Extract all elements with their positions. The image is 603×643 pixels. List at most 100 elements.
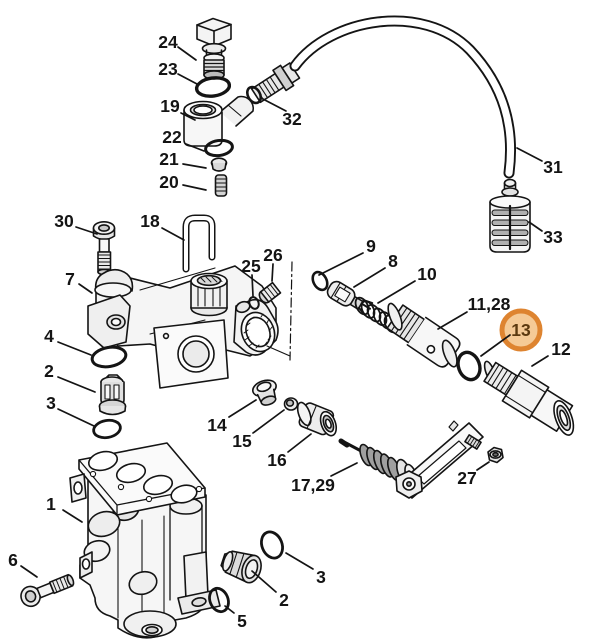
- callout-4[interactable]: 4: [44, 326, 92, 356]
- part-23-oring-drawing: [194, 76, 232, 98]
- callout-leader-line: [180, 112, 196, 121]
- callout-number: 2: [279, 590, 289, 610]
- part-22-oring-drawing: [204, 138, 234, 158]
- callout-number: 14: [207, 415, 227, 435]
- callout-22[interactable]: 22: [162, 127, 205, 152]
- callout-number: 24: [158, 32, 178, 52]
- callout-7[interactable]: 7: [65, 269, 93, 294]
- part-17-29-piston-drawing: [338, 438, 418, 487]
- callout-leader-line: [285, 552, 314, 570]
- part-26-screw-drawing: [258, 281, 282, 304]
- callout-number: 31: [543, 157, 563, 177]
- callout-24[interactable]: 24: [158, 32, 197, 61]
- callout-8[interactable]: 8: [353, 251, 398, 288]
- callout-leader-line: [20, 565, 38, 578]
- callout-number: 20: [159, 172, 179, 192]
- callout-number: 6: [8, 550, 18, 570]
- callout-number: 19: [160, 96, 180, 116]
- callout-10[interactable]: 10: [377, 264, 437, 304]
- callout-18[interactable]: 18: [140, 211, 185, 241]
- callout-1[interactable]: 1: [46, 494, 83, 523]
- callout-leader-line: [480, 334, 511, 357]
- callout-leader-line: [531, 355, 549, 367]
- part-18-return-pipe-drawing: [182, 214, 216, 273]
- part-14-plug-drawing: [252, 379, 277, 406]
- callout-leader-line: [57, 376, 96, 393]
- callout-leader-line: [437, 311, 468, 330]
- callout-number: 27: [457, 468, 476, 488]
- callout-number: 5: [237, 611, 247, 631]
- callout-leader-line: [516, 147, 543, 162]
- callout-25[interactable]: 25: [241, 256, 261, 297]
- callout-number: 1: [46, 494, 56, 514]
- callout-2-lower[interactable]: 2: [251, 570, 289, 610]
- assembly-centerline: [289, 261, 293, 361]
- part-25-oring-drawing: [248, 296, 260, 310]
- callout-leader-line: [224, 605, 235, 614]
- callout-number: 2: [44, 361, 54, 381]
- callout-3-lower[interactable]: 3: [285, 552, 326, 587]
- part-16-bushing-drawing: [296, 401, 338, 437]
- part-5-oring-drawing: [208, 586, 230, 614]
- callout-leader-line: [78, 283, 93, 294]
- callout-2-upper[interactable]: 2: [44, 361, 96, 393]
- callout-number: 26: [263, 245, 283, 265]
- callout-leader-line: [528, 221, 543, 232]
- callout-9[interactable]: 9: [318, 236, 376, 276]
- part-6-bolt-drawing: [20, 573, 75, 608]
- part-12-coupling-drawing: [483, 360, 575, 436]
- callout-20[interactable]: 20: [159, 172, 207, 192]
- part-32-oring-drawing: [245, 85, 263, 105]
- callout-6[interactable]: 6: [8, 550, 38, 578]
- callout-leader-line: [271, 263, 274, 282]
- callout-14[interactable]: 14: [207, 399, 257, 435]
- callout-leader-line: [251, 570, 277, 593]
- callout-17-29[interactable]: 17,29: [291, 462, 358, 495]
- callout-3-upper[interactable]: 3: [46, 393, 95, 427]
- callout-15[interactable]: 15: [232, 409, 285, 451]
- callout-leader-line: [228, 399, 257, 418]
- callout-number: 4: [44, 326, 54, 346]
- callout-27[interactable]: 27: [457, 461, 490, 488]
- part-17-29-bracket-drawing: [395, 420, 484, 499]
- callout-31[interactable]: 31: [516, 147, 563, 177]
- callout-16[interactable]: 16: [267, 433, 312, 470]
- part-33-filter-drawing: [489, 178, 531, 253]
- callout-12[interactable]: 12: [531, 339, 571, 367]
- callout-number: 11,28: [468, 294, 511, 314]
- part-3-oring-upper-drawing: [92, 418, 122, 440]
- part-20-spring-drawing: [214, 174, 228, 197]
- callout-13[interactable]: 13: [480, 308, 543, 357]
- callout-number: 30: [54, 211, 74, 231]
- callout-leader-line: [476, 461, 490, 471]
- part-11-28-piston-sleeve-drawing: [386, 302, 461, 368]
- callout-30[interactable]: 30: [54, 211, 98, 235]
- callout-leader-line: [251, 274, 254, 297]
- callout-number: 13: [511, 320, 531, 340]
- callout-21[interactable]: 21: [159, 149, 207, 169]
- callout-number: 3: [316, 567, 326, 587]
- callout-leader-line: [182, 184, 207, 191]
- callout-number: 33: [543, 227, 563, 247]
- callout-26[interactable]: 26: [263, 245, 283, 282]
- callout-leader-line: [252, 409, 285, 434]
- callout-11-28[interactable]: 11,28: [437, 294, 511, 330]
- part-30-bolt-drawing: [92, 221, 116, 276]
- part-2-valve-upper-drawing: [98, 374, 127, 416]
- callout-leader-line: [377, 280, 416, 304]
- callout-number: 21: [159, 149, 179, 169]
- callout-33[interactable]: 33: [528, 221, 563, 247]
- callout-32[interactable]: 32: [260, 97, 302, 129]
- callout-leader-line: [318, 252, 364, 276]
- callout-number: 17,29: [291, 475, 335, 495]
- part-15-ring-drawing: [283, 397, 299, 411]
- part-7-valve-body-drawing: [87, 265, 279, 389]
- callout-23[interactable]: 23: [158, 59, 198, 85]
- bore-centerline-leader: [266, 345, 291, 357]
- callout-number: 12: [551, 339, 571, 359]
- callout-5[interactable]: 5: [224, 605, 247, 631]
- callout-19[interactable]: 19: [160, 96, 196, 121]
- callout-leader-line: [185, 143, 205, 152]
